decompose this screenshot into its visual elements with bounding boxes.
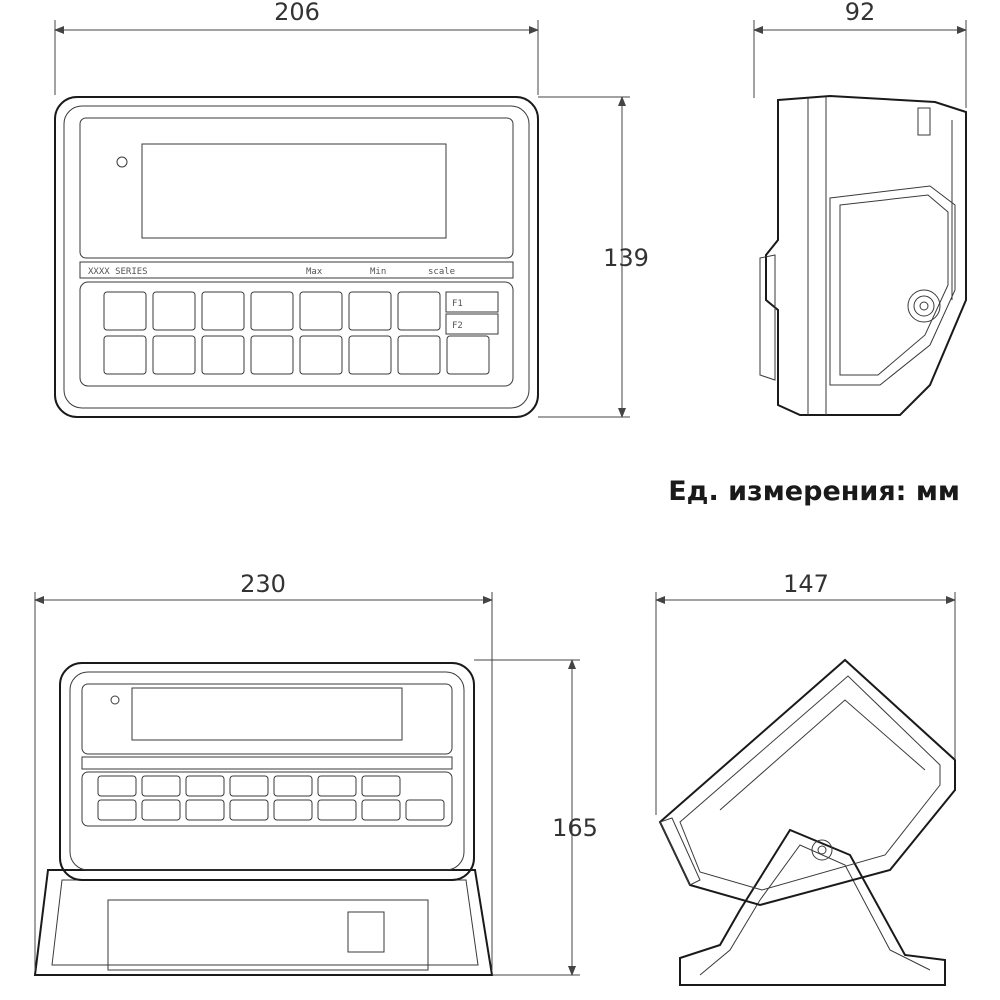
keypad-key (317, 799, 357, 821)
units-label: Ед. измерения: мм (668, 476, 960, 507)
dim-165: 165 (552, 814, 598, 842)
dim-139: 139 (603, 244, 649, 272)
keypad-key (97, 775, 137, 797)
keypad-key (152, 291, 196, 331)
keypad-key (273, 799, 313, 821)
keypad-key (317, 775, 357, 797)
bottom-side-view (658, 658, 956, 986)
scale-label: scale (428, 267, 455, 277)
dim-top-depth: 92 (753, 0, 967, 108)
min-label: Min (370, 267, 386, 277)
keypad-key (201, 335, 245, 375)
dim-top-width: 206 (54, 0, 539, 95)
bottom-front-view (33, 662, 494, 976)
max-label: Max (306, 267, 323, 277)
keypad-key (348, 335, 392, 375)
dim-206: 206 (274, 0, 320, 26)
keypad-key (229, 799, 269, 821)
dim-top-height: 139 (538, 96, 649, 418)
keypad-key (229, 775, 269, 797)
keypad-key (185, 799, 225, 821)
dim-147: 147 (783, 570, 829, 598)
keypad-key (103, 335, 147, 375)
keypad-key (361, 775, 401, 797)
keypad-key (397, 291, 441, 331)
keypad-key (397, 335, 441, 375)
keypad-key (273, 775, 313, 797)
keypad-key (361, 799, 401, 821)
keypad-key (299, 335, 343, 375)
top-side-view (759, 94, 967, 416)
keypad-key (201, 291, 245, 331)
keypad-key (152, 335, 196, 375)
keypad-key (97, 799, 137, 821)
keypad-key (446, 335, 490, 375)
dim-bottom-width: 230 (34, 570, 493, 970)
keypad-key (103, 291, 147, 331)
keypad-key (348, 291, 392, 331)
top-keypad (103, 291, 490, 375)
dim-bottom-height: 165 (474, 659, 598, 976)
f1-label: F1 (452, 299, 463, 309)
series-label: XXXX SERIES (88, 267, 148, 277)
f2-label: F2 (452, 321, 463, 331)
keypad-key (250, 335, 294, 375)
top-front-view: XXXX SERIES Max Min scale F1 F2 (54, 96, 539, 418)
keypad-key (250, 291, 294, 331)
keypad-key (405, 799, 445, 821)
dim-92: 92 (845, 0, 876, 26)
bottom-keypad (97, 775, 445, 821)
dim-bottom-depth: 147 (655, 570, 956, 815)
keypad-key (185, 775, 225, 797)
dim-230: 230 (240, 570, 286, 598)
keypad-key (141, 799, 181, 821)
lcd-window-bottom (131, 687, 403, 741)
keypad-key (141, 775, 181, 797)
lcd-window (141, 143, 447, 239)
keypad-key (299, 291, 343, 331)
